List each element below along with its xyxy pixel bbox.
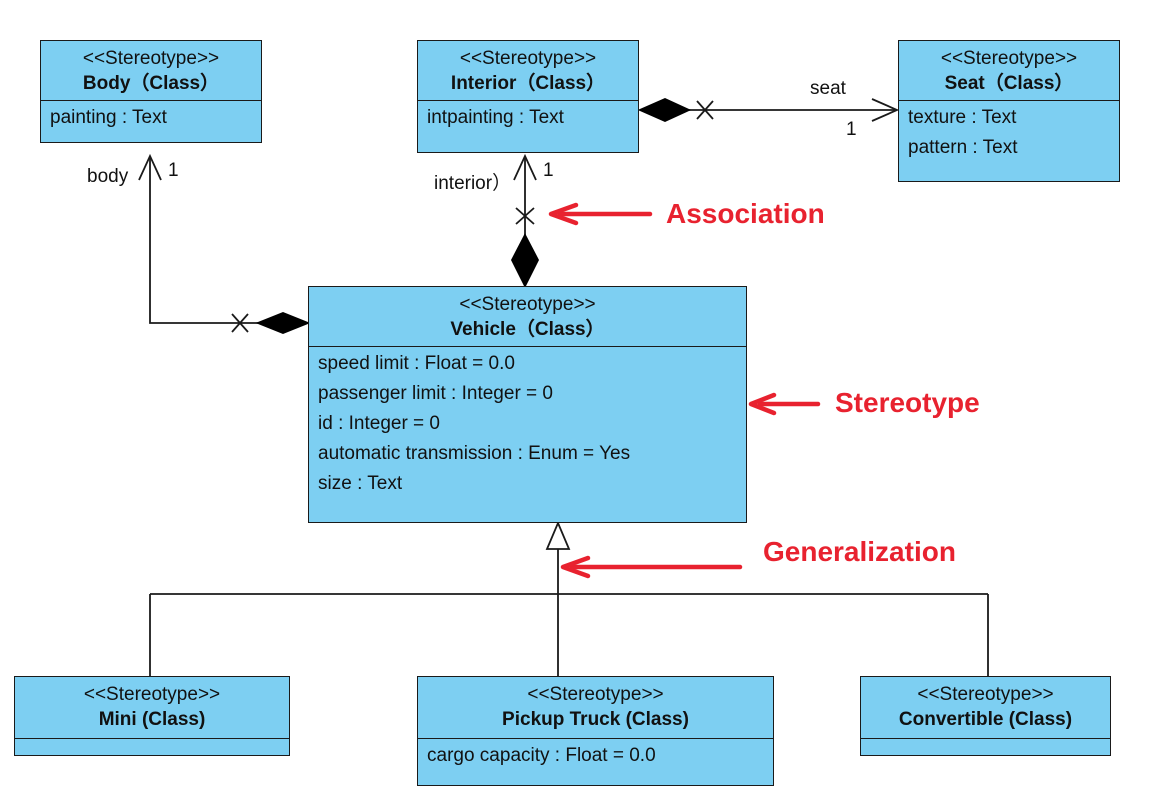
seat-multiplicity-label: 1: [846, 119, 857, 140]
body-association: [138, 153, 311, 334]
body-class-header: <<Stereotype>> Body（Class）: [41, 41, 261, 101]
body-role-label: body: [87, 166, 129, 187]
interior-class-name: Interior（Class）: [450, 73, 606, 94]
seat-attributes: texture : Text pattern : Text: [899, 101, 1119, 163]
vehicle-stereotype: <<Stereotype>>: [459, 294, 596, 315]
seat-class-name: Seat（Class）: [944, 73, 1074, 94]
generalization-hollow-triangle: [545, 520, 571, 550]
convertible-class-header: <<Stereotype>> Convertible (Class): [861, 677, 1110, 739]
callout-arrows: [548, 202, 821, 579]
generalization-callout: Generalization: [763, 536, 956, 567]
interior-class-header: <<Stereotype>> Interior（Class）: [418, 41, 638, 101]
seat-open-arrow: [871, 98, 900, 122]
mini-stereotype: <<Stereotype>>: [83, 684, 221, 705]
interior-composition-diamond: [510, 233, 540, 289]
vehicle-attribute: id : Integer = 0: [318, 413, 440, 434]
body-open-arrow: [138, 153, 162, 181]
seat-class-box[interactable]: <<Stereotype>> Seat（Class） texture : Tex…: [898, 40, 1120, 182]
pickup-truck-class-name: Pickup Truck (Class): [502, 709, 689, 730]
vehicle-class-name: Vehicle（Class）: [450, 319, 605, 340]
body-multiplicity-label: 1: [168, 160, 179, 181]
seat-attribute: texture : Text: [908, 107, 1017, 128]
pickup-truck-attribute: cargo capacity : Float = 0.0: [427, 745, 656, 766]
interior-association: [510, 153, 540, 289]
body-composition-diamond: [255, 312, 311, 334]
interior-attribute: intpainting : Text: [427, 107, 564, 128]
body-class-box[interactable]: <<Stereotype>> Body（Class） painting : Te…: [40, 40, 262, 143]
interior-open-arrow: [513, 153, 537, 181]
pickup-truck-class-header: <<Stereotype>> Pickup Truck (Class): [418, 677, 773, 739]
seat-composition-diamond: [637, 98, 692, 122]
body-class-name: Body（Class）: [82, 73, 220, 94]
pickup-truck-class-box[interactable]: <<Stereotype>> Pickup Truck (Class) carg…: [417, 676, 774, 786]
convertible-stereotype: <<Stereotype>>: [917, 684, 1054, 705]
mini-class-name: Mini (Class): [98, 709, 206, 730]
vehicle-attribute: passenger limit : Integer = 0: [318, 383, 553, 404]
interior-stereotype: <<Stereotype>>: [459, 48, 597, 69]
interior-role-label: interior）: [434, 173, 512, 194]
seat-association: [637, 98, 900, 122]
vehicle-attributes: speed limit : Float = 0.0 passenger limi…: [309, 347, 746, 499]
pickup-truck-attributes: cargo capacity : Float = 0.0: [418, 739, 773, 771]
interior-class-box[interactable]: <<Stereotype>> Interior（Class） intpainti…: [417, 40, 639, 153]
interior-multiplicity-label: 1: [543, 160, 554, 181]
association-callout: Association: [666, 198, 825, 229]
mini-class-header: <<Stereotype>> Mini (Class): [15, 677, 289, 739]
body-attribute: painting : Text: [50, 107, 167, 128]
seat-role-label: seat: [810, 78, 846, 99]
vehicle-attribute: automatic transmission : Enum = Yes: [318, 443, 631, 464]
seat-class-header: <<Stereotype>> Seat（Class）: [899, 41, 1119, 101]
convertible-class-box[interactable]: <<Stereotype>> Convertible (Class): [860, 676, 1111, 756]
mini-class-box[interactable]: <<Stereotype>> Mini (Class): [14, 676, 290, 756]
vehicle-class-header: <<Stereotype>> Vehicle（Class）: [309, 287, 746, 347]
vehicle-class-box[interactable]: <<Stereotype>> Vehicle（Class） speed limi…: [308, 286, 747, 523]
generalization-tree: [149, 520, 989, 676]
pickup-truck-stereotype: <<Stereotype>>: [527, 684, 664, 705]
interior-attributes: intpainting : Text: [418, 101, 638, 133]
body-attributes: painting : Text: [41, 101, 261, 133]
vehicle-attribute: speed limit : Float = 0.0: [318, 353, 515, 374]
seat-stereotype: <<Stereotype>>: [940, 48, 1078, 69]
body-stereotype: <<Stereotype>>: [82, 48, 220, 69]
vehicle-attribute: size : Text: [318, 473, 403, 494]
stereotype-callout: Stereotype: [835, 387, 980, 418]
seat-attribute: pattern : Text: [908, 137, 1018, 158]
convertible-class-name: Convertible (Class): [898, 709, 1073, 730]
